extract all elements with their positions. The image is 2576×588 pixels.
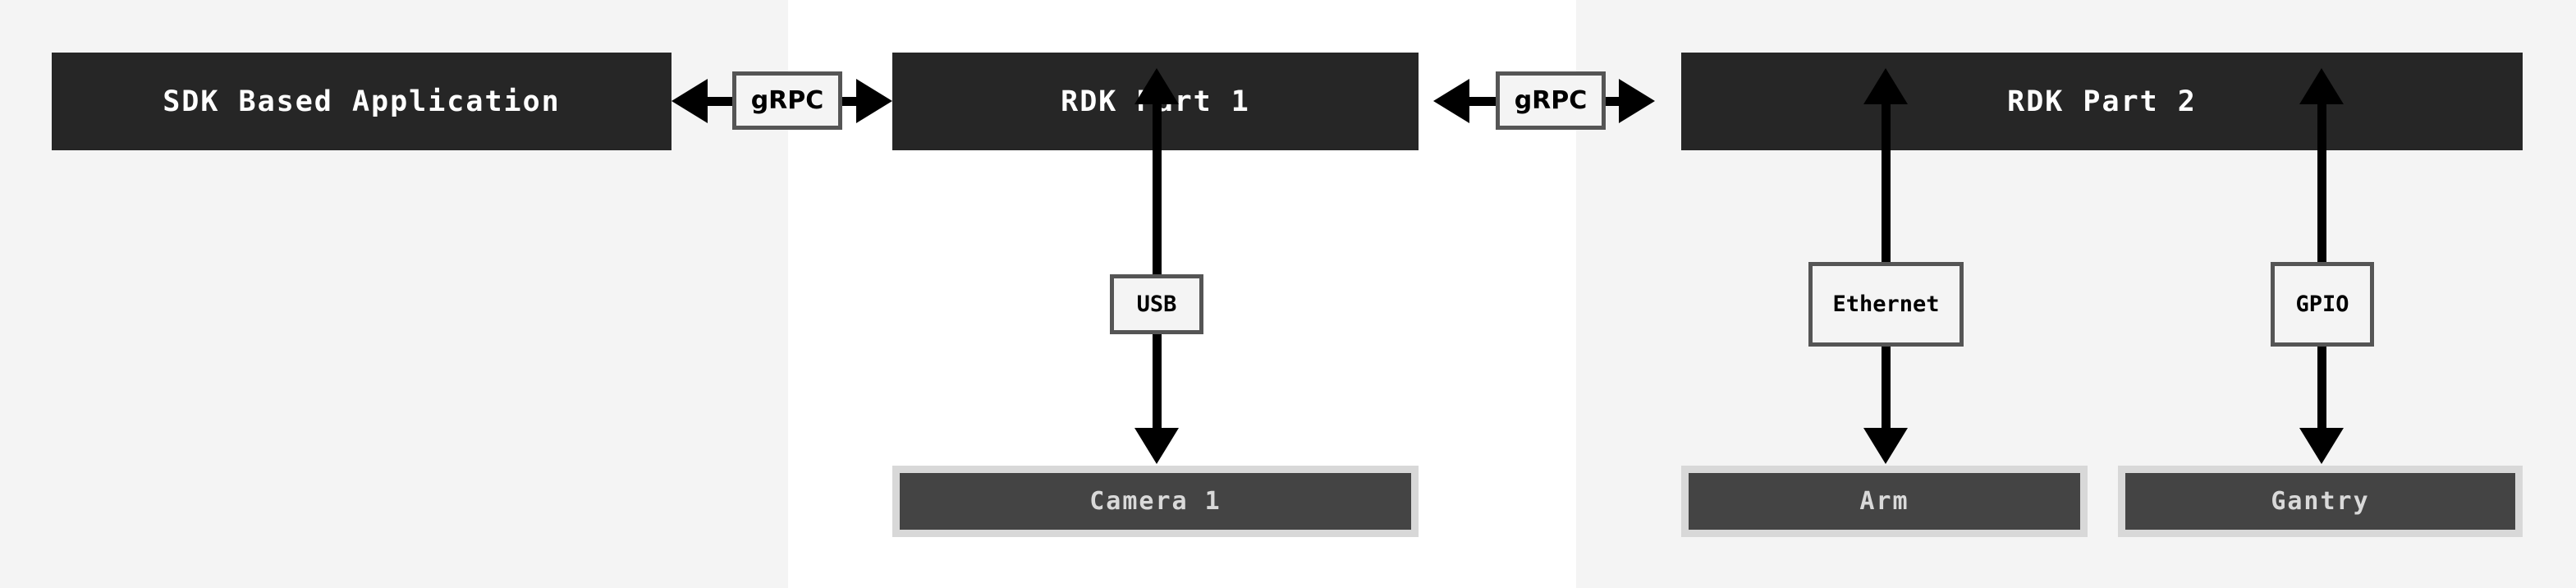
link-label-ethernet[interactable]: Ethernet [1808, 262, 1964, 347]
connector-line-grpc-1-to-rdk1 [834, 97, 867, 106]
connector-line-sdk-to-grpc-1 [708, 97, 740, 106]
link-label-text: USB [1136, 292, 1177, 317]
node-label: Arm [1859, 487, 1909, 516]
connector-line-rdk1-to-grpc-2 [1469, 97, 1502, 106]
node-label: RDK Part 2 [2007, 85, 2197, 118]
link-label-gpio[interactable]: GPIO [2271, 262, 2374, 347]
link-label-text: gRPC [750, 86, 824, 115]
link-label-grpc-rdk1-rdk2[interactable]: gRPC [1496, 71, 1606, 130]
arrowhead-down-into-arm [1863, 428, 1908, 464]
connector-line-grpc-2-to-rdk2 [1597, 97, 1629, 106]
node-rdk-part-2[interactable]: RDK Part 2 [1681, 53, 2523, 150]
arrowhead-left-into-rdk1 [1433, 79, 1469, 123]
arrowhead-right-into-rdk1 [856, 79, 892, 123]
arrowhead-down-into-camera [1134, 428, 1179, 464]
node-gantry[interactable]: Gantry [2118, 466, 2523, 537]
node-arm-body: Arm [1689, 473, 2080, 530]
link-label-text: gRPC [1514, 86, 1588, 115]
node-label: SDK Based Application [163, 85, 561, 118]
connector-line-rdk2-to-gantry [2317, 344, 2326, 430]
connector-line-rdk2-to-arm [1882, 344, 1891, 430]
arrowhead-down-into-gantry [2299, 428, 2344, 464]
arrowhead-left-into-sdk [672, 79, 708, 123]
connector-line-arm-to-rdk2 [1882, 104, 1891, 264]
connector-line-rdk1-to-camera [1153, 332, 1162, 430]
arrowhead-up-into-rdk2-gpio [2299, 68, 2344, 104]
node-arm[interactable]: Arm [1681, 466, 2088, 537]
node-camera-1[interactable]: Camera 1 [892, 466, 1419, 537]
node-camera-1-body: Camera 1 [900, 473, 1411, 530]
link-label-usb[interactable]: USB [1110, 274, 1203, 334]
connector-line-gantry-to-rdk2 [2317, 104, 2326, 264]
node-label: Camera 1 [1089, 487, 1222, 516]
node-gantry-body: Gantry [2125, 473, 2515, 530]
link-label-grpc-sdk-rdk1[interactable]: gRPC [732, 71, 842, 130]
arrowhead-right-into-rdk2 [1619, 79, 1655, 123]
arrowhead-up-into-rdk1 [1134, 68, 1179, 104]
link-label-text: GPIO [2295, 292, 2349, 317]
arrowhead-up-into-rdk2-ethernet [1863, 68, 1908, 104]
connector-line-camera-to-rdk1 [1153, 104, 1162, 277]
node-sdk-based-application[interactable]: SDK Based Application [52, 53, 672, 150]
link-label-text: Ethernet [1832, 292, 1940, 317]
node-label: Gantry [2271, 487, 2370, 516]
